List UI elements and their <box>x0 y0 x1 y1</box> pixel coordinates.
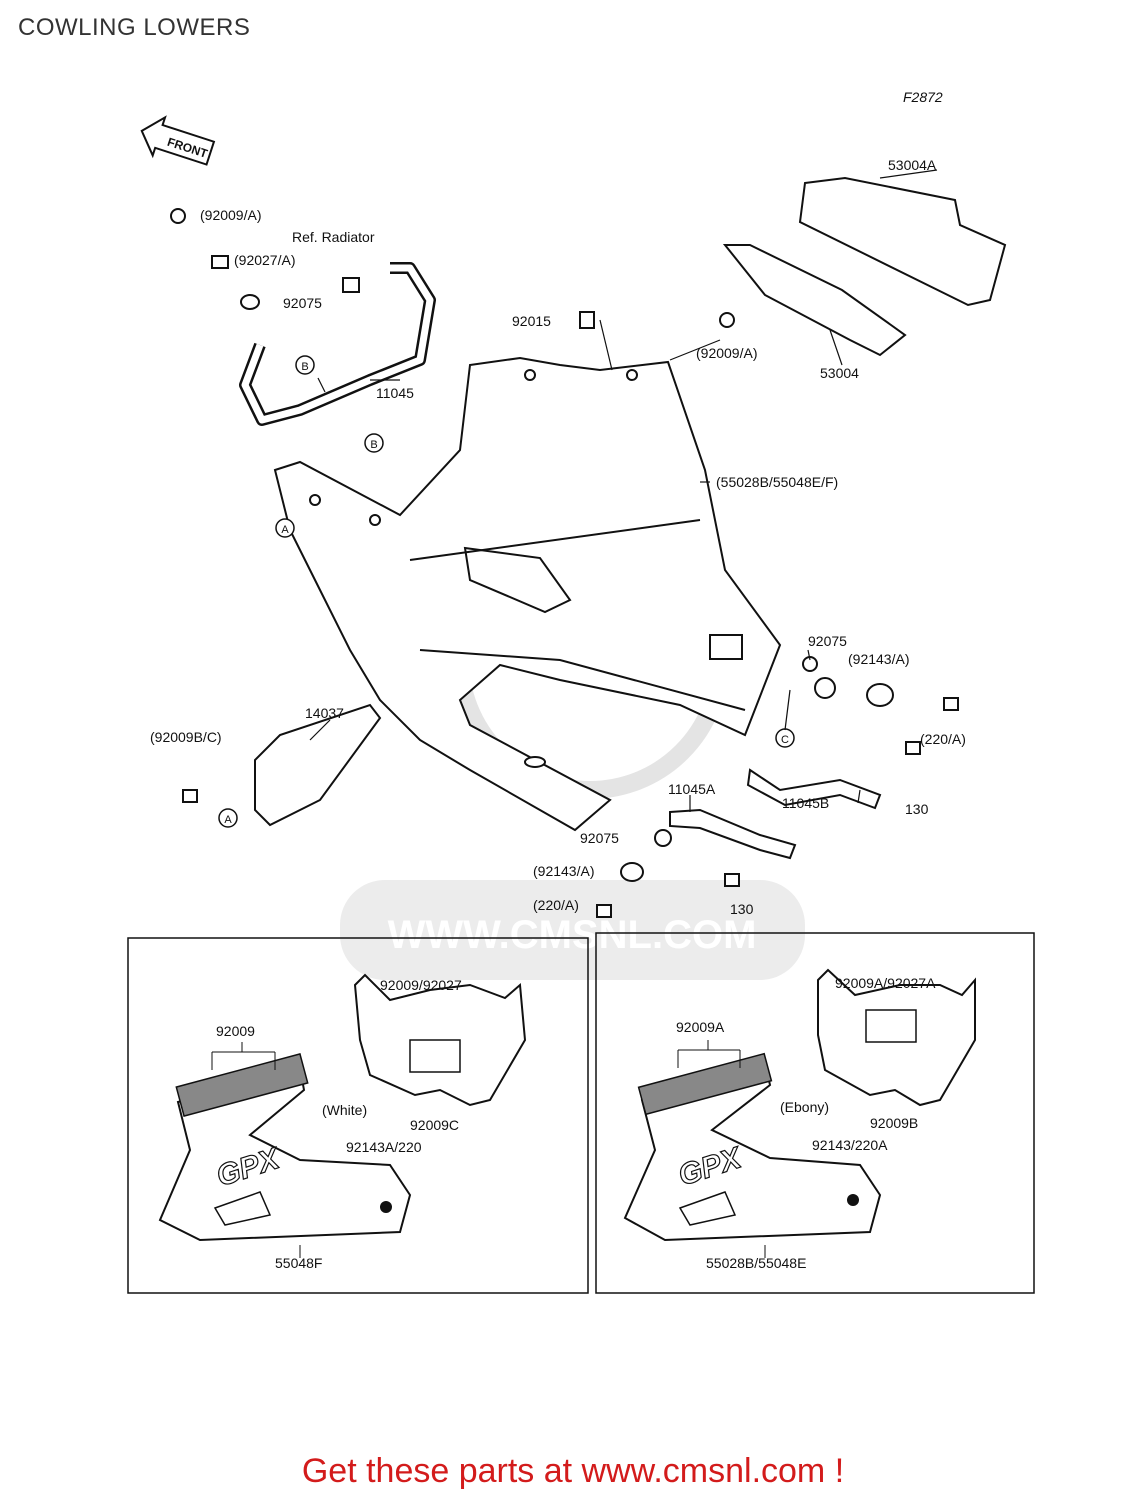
footer-link[interactable]: Get these parts at www.cmsnl.com ! <box>301 1452 845 1490</box>
label-92143A-220: 92143A/220 <box>346 1139 422 1155</box>
label-ref-radiator: Ref. Radiator <box>292 229 375 245</box>
label-white: (White) <box>322 1102 367 1118</box>
bracket-14037 <box>254 703 382 827</box>
label-14037: 14037 <box>305 705 344 721</box>
callout-c: C <box>775 728 795 748</box>
leader-lines <box>309 169 938 812</box>
label-130-right: 130 <box>905 801 929 817</box>
label-220A-low: (220/A) <box>533 897 579 913</box>
callout-a-2: A <box>218 808 238 828</box>
bracket-11045B <box>746 768 882 810</box>
nut-radiator-icon <box>342 277 360 293</box>
inset-right-ebony: GPX 92009A/92027A 92009A (Ebony) 92009B … <box>595 932 1035 1294</box>
svg-text:B: B <box>370 439 377 451</box>
label-53004A: 53004A <box>888 157 937 173</box>
callout-b-1: B <box>295 355 315 375</box>
callout-b-2: B <box>364 433 384 453</box>
label-11045B: 11045B <box>782 795 829 811</box>
bolt-92009A-icon <box>170 208 186 224</box>
label-92075-right: 92075 <box>808 633 847 649</box>
label-92027A: (92027/A) <box>234 252 295 268</box>
watermark-text: WWW.CMSNL.COM <box>388 913 757 957</box>
label-220A-right: (220/A) <box>920 731 966 747</box>
label-92009A-mid: (92009/A) <box>696 345 757 361</box>
label-ebony: (Ebony) <box>780 1099 829 1115</box>
clip-92015-icon <box>579 311 595 329</box>
label-53004: 53004 <box>820 365 859 381</box>
label-92015: 92015 <box>512 313 551 329</box>
collar-92143A-low-icon <box>620 862 644 882</box>
label-92075-low: 92075 <box>580 830 619 846</box>
collar-92143A-right-icon <box>866 683 894 707</box>
label-92143A-low: (92143/A) <box>533 863 594 879</box>
clip-92027A-icon <box>211 255 229 269</box>
grommet-92075-icon <box>240 294 260 310</box>
label-92009-92027: 92009/92027 <box>380 977 462 993</box>
bolt-92009A-mid-icon <box>719 312 735 328</box>
label-92009BC: (92009B/C) <box>150 729 222 745</box>
label-92009: 92009 <box>216 1023 255 1039</box>
label-55028B-55048E: 55028B/55048E <box>706 1255 806 1271</box>
callout-a-1: A <box>275 518 295 538</box>
front-arrow-icon: FRONT <box>140 115 216 166</box>
bolt-92009BC-icon <box>182 789 198 803</box>
bolt-220A-right-icon <box>943 697 959 711</box>
grommet-92075-low-icon <box>654 829 672 847</box>
panel-53004A <box>722 176 1007 357</box>
label-92143A-right: (92143/A) <box>848 651 909 667</box>
grommet-92075-right-icon <box>802 656 836 699</box>
label-92009A-92027A: 92009A/92027A <box>835 975 936 991</box>
label-92143-220A: 92143/220A <box>812 1137 888 1153</box>
svg-text:B: B <box>301 361 308 373</box>
bolt-130-right-icon <box>905 741 921 755</box>
svg-text:C: C <box>781 734 789 746</box>
label-92009B: 92009B <box>870 1115 918 1131</box>
figure-code: F2872 <box>903 89 943 105</box>
svg-text:A: A <box>224 814 232 826</box>
label-130-low: 130 <box>730 901 754 917</box>
bolt-130-low-icon <box>724 873 740 887</box>
cowling-lower-main <box>273 356 782 832</box>
label-92009A-top: (92009/A) <box>200 207 261 223</box>
inset-left-white: GPX 92009/92027 92009 (White) 92009C 921… <box>127 937 589 1294</box>
label-92075-top: 92075 <box>283 295 322 311</box>
label-55028B: (55028B/55048E/F) <box>716 474 838 490</box>
page-title: COWLING LOWERS <box>18 14 251 41</box>
label-11045A: 11045A <box>668 781 716 797</box>
label-11045: 11045 <box>376 385 414 401</box>
bolt-220A-low-icon <box>596 904 612 918</box>
label-92009C: 92009C <box>410 1117 459 1133</box>
parts-diagram: WWW.CMSNL.COM F2872 FRONT <box>127 89 1035 1294</box>
label-55048F: 55048F <box>275 1255 322 1271</box>
bracket-11045A <box>669 808 797 860</box>
footer-banner: Get these parts at www.cmsnl.com ! <box>0 1452 1146 1491</box>
label-92009A: 92009A <box>676 1019 725 1035</box>
svg-text:A: A <box>281 524 289 536</box>
